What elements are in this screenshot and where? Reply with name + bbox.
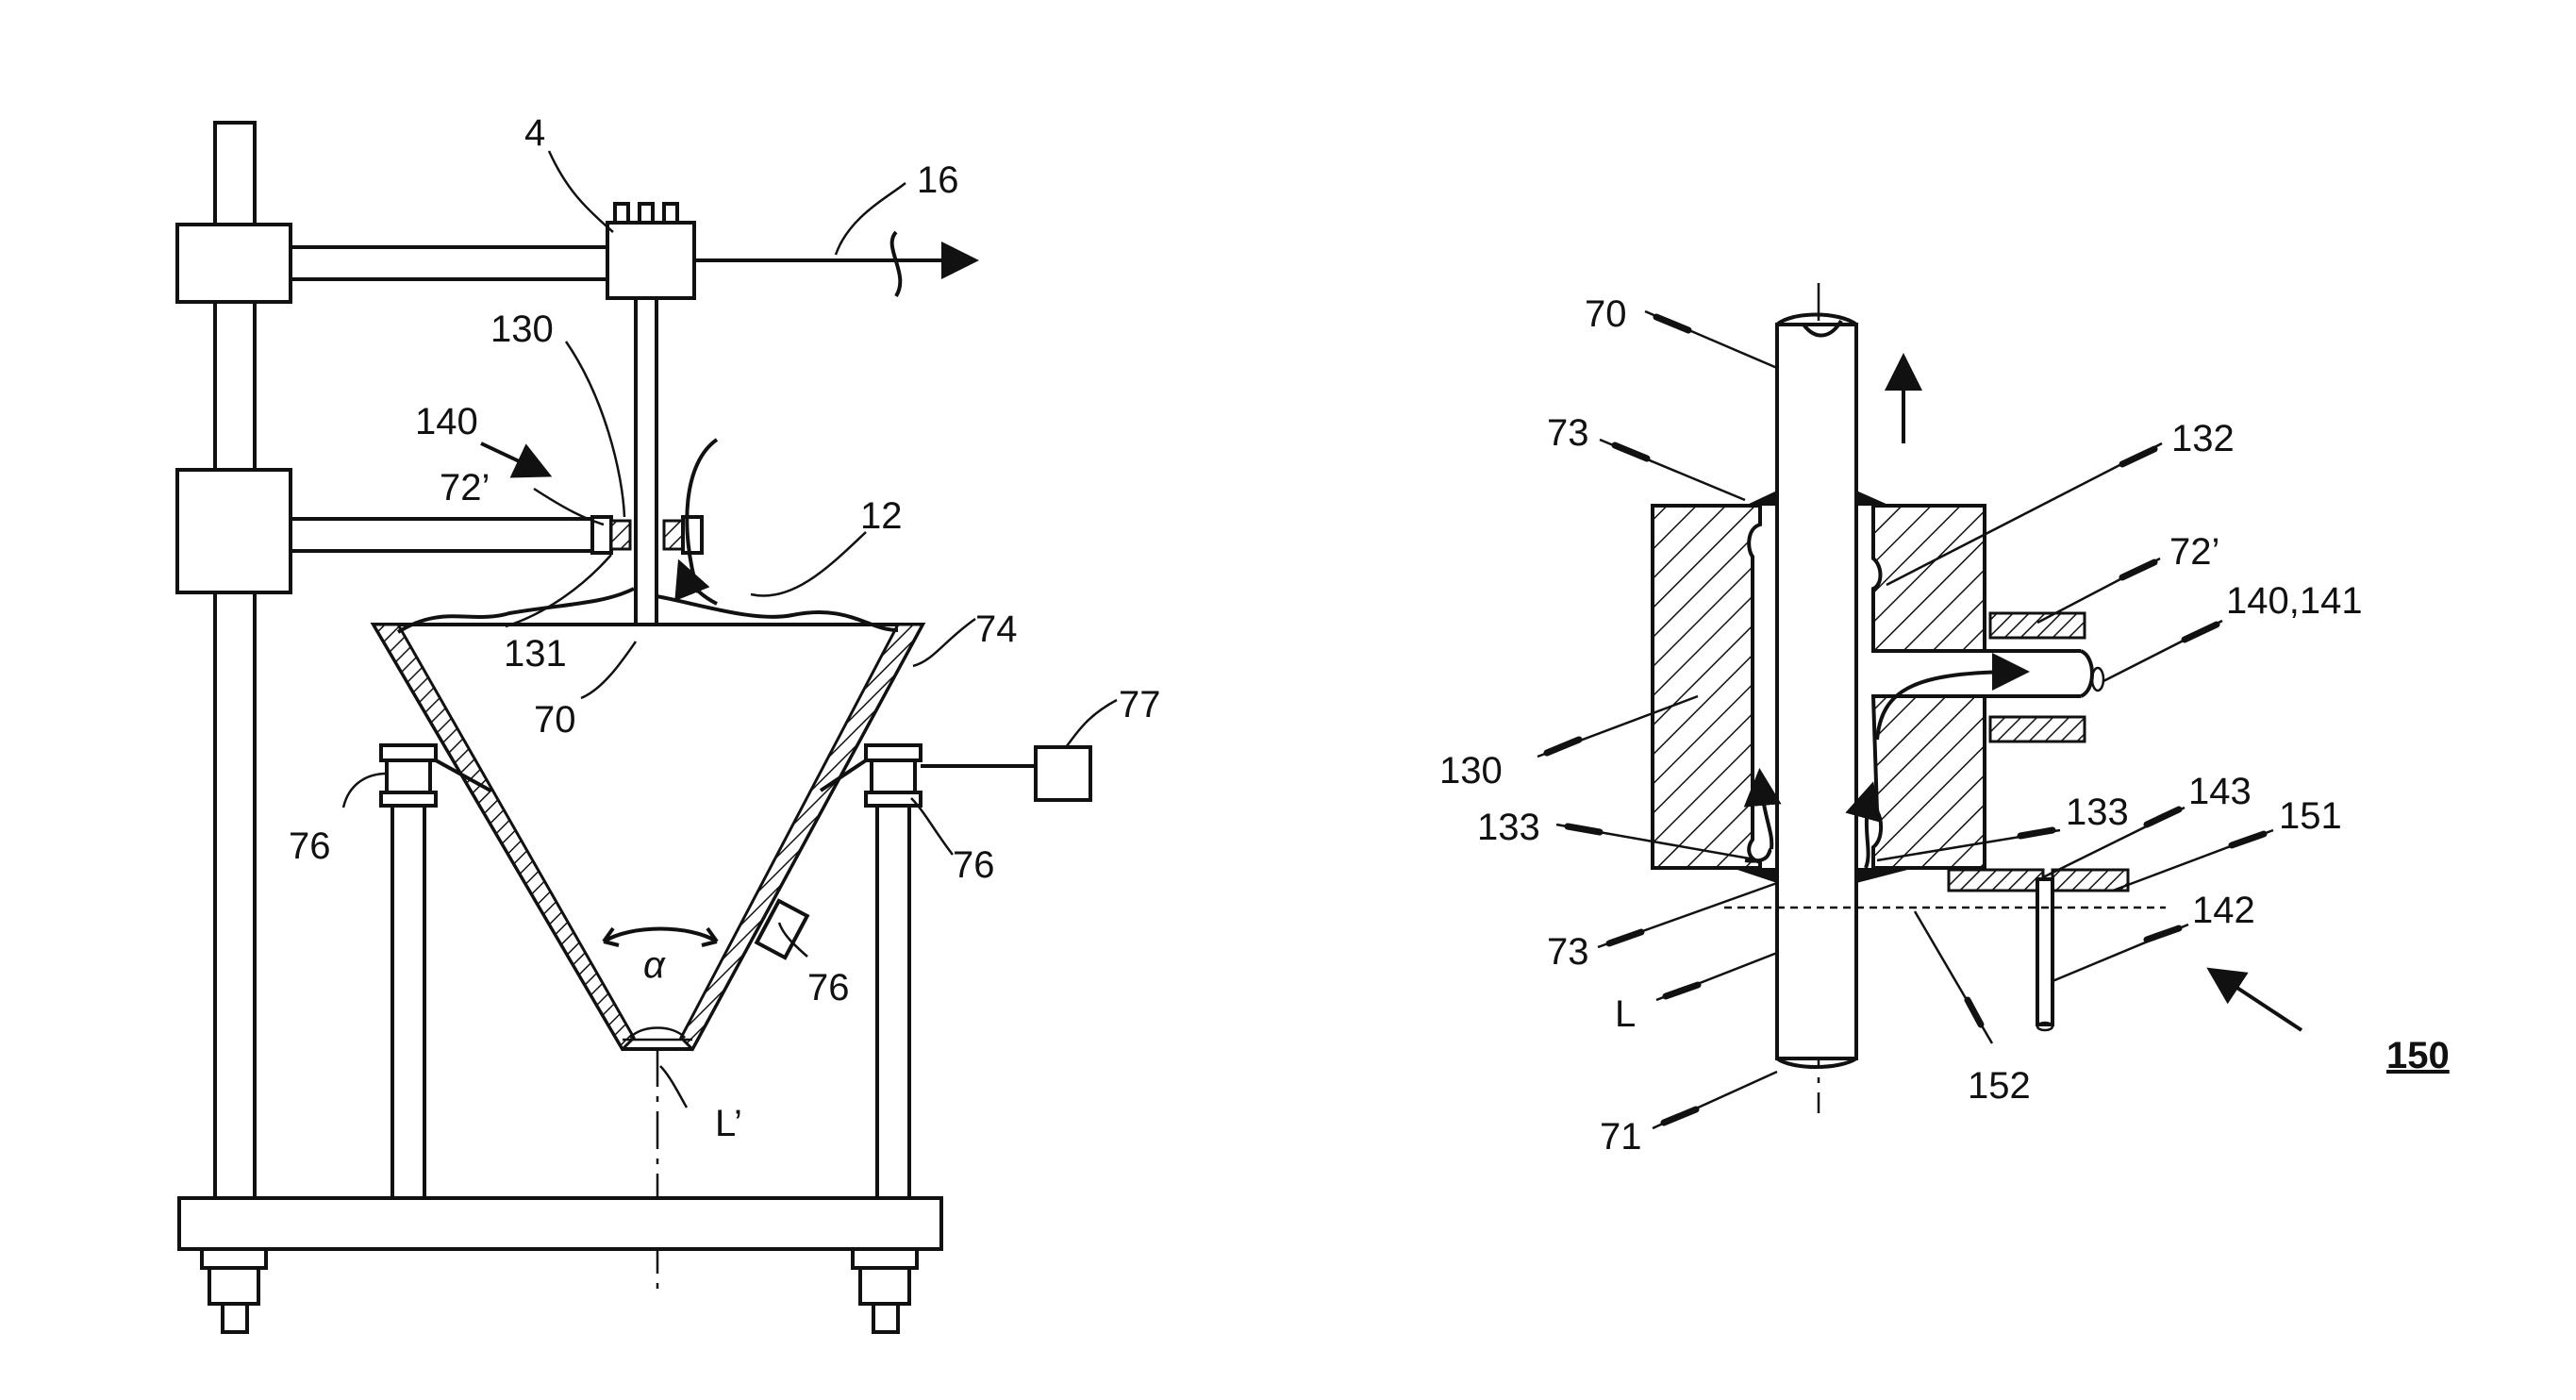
tick-132 (2122, 449, 2154, 464)
flow-arrow-up (681, 566, 717, 604)
label-76b: 76 (953, 844, 995, 886)
seal-block-left (611, 521, 630, 549)
tick-151 (2232, 834, 2264, 845)
figure-left-apparatus: 4 16 130 140 72’ 12 131 74 70 77 76 76 7… (177, 112, 1161, 1332)
label-72p-r: 72’ (2169, 531, 2219, 573)
label-133a: 133 (1477, 807, 1540, 848)
label-70: 70 (534, 699, 576, 741)
label-77: 77 (1119, 684, 1161, 725)
label-140: 140 (415, 401, 478, 442)
outlet-end (2081, 651, 2092, 696)
label-alpha: α (643, 944, 666, 986)
label-151: 151 (2279, 795, 2342, 837)
bearing-left (387, 760, 430, 792)
tick-142 (2147, 928, 2179, 940)
tick-143 (2147, 809, 2179, 825)
seal-lip-top-left (1745, 491, 1777, 506)
label-L: L (1615, 993, 1636, 1035)
controller-box (1036, 747, 1090, 800)
label-Lp: L’ (715, 1103, 742, 1144)
seal-lip-top-right (1856, 491, 1890, 506)
label-4: 4 (524, 112, 545, 154)
tick-73a (1615, 445, 1647, 458)
arrow-140 (481, 443, 545, 474)
caster-right (853, 1249, 917, 1332)
seal-block-right (664, 521, 683, 549)
label-73a: 73 (1547, 412, 1589, 454)
label-70r: 70 (1585, 293, 1627, 335)
figure-right-seal-detail: 70 73 132 72’ 140,141 130 133 133 143 15… (1439, 283, 2450, 1158)
tick-140 (2185, 625, 2217, 640)
seal-body-left (1653, 506, 1760, 868)
label-16: 16 (917, 159, 959, 201)
outlet-opening (2092, 668, 2103, 691)
label-131: 131 (504, 633, 567, 675)
tick-72p (2122, 562, 2154, 577)
leader-16 (836, 183, 906, 255)
tick-133a (1568, 826, 1600, 832)
leader-77 (1066, 700, 1117, 747)
head-knob (615, 204, 628, 223)
label-142: 142 (2192, 890, 2255, 931)
tick-71 (1664, 1109, 1696, 1123)
arrow-150 (2213, 972, 2302, 1030)
seal-lip-bottom-right (1856, 868, 1915, 883)
label-143: 143 (2188, 771, 2252, 812)
flow-arrow-right-up (1866, 789, 1871, 868)
outlet-tube-lower (1990, 717, 2085, 742)
seal-body-right-upper (1873, 506, 1985, 651)
label-76c: 76 (807, 967, 850, 1008)
bearing-right (872, 760, 915, 792)
sensor-plate-right (2052, 870, 2128, 891)
seal-lip-bottom-left (1732, 868, 1777, 883)
label-71: 71 (1600, 1116, 1642, 1158)
tick-130 (1547, 740, 1579, 753)
drive-head (607, 223, 694, 298)
label-133b: 133 (2066, 792, 2129, 833)
label-12: 12 (860, 495, 903, 537)
leader-Lp (660, 1066, 687, 1108)
probe-tube (2037, 879, 2052, 1025)
label-76a: 76 (289, 825, 331, 867)
upper-arm (291, 247, 607, 279)
leader-131 (506, 555, 611, 626)
label-140-141: 140,141 (2226, 580, 2363, 622)
sensor-plate-left (1949, 870, 2043, 891)
bearing-top-left (381, 745, 436, 760)
label-72p: 72’ (440, 467, 490, 508)
flow-arrow-left-up (1760, 775, 1771, 849)
tick-L (1666, 985, 1698, 996)
tick-70 (1656, 317, 1688, 330)
lower-clamp (177, 470, 291, 592)
label-130r: 130 (1439, 750, 1503, 792)
head-knob (664, 204, 677, 223)
outlet-tube-upper (1990, 613, 2085, 638)
right-leg (877, 774, 909, 1198)
head-knob (640, 204, 653, 223)
tick-133b (2020, 830, 2052, 836)
leader-4 (549, 151, 613, 232)
tick-152 (1968, 1000, 1981, 1025)
bearing-top-right (866, 745, 921, 760)
leader-12 (751, 532, 866, 596)
base-frame (179, 1198, 941, 1249)
label-132: 132 (2171, 418, 2235, 459)
left-leg (392, 774, 424, 1198)
leader-76b (911, 798, 953, 855)
leader-130 (566, 342, 624, 517)
label-152: 152 (1968, 1065, 2031, 1107)
upper-clamp (177, 225, 291, 302)
tick-73b (1609, 932, 1641, 943)
label-150: 150 (2386, 1035, 2450, 1076)
label-130: 130 (490, 308, 554, 350)
label-74: 74 (975, 608, 1018, 650)
break-mark (892, 232, 901, 296)
label-73b: 73 (1547, 931, 1589, 973)
bearing-bottom-left (381, 792, 436, 806)
lower-arm (291, 519, 600, 551)
seal-body-right-lower (1873, 696, 1985, 868)
detail-rod (1777, 325, 1856, 1058)
caster-left (202, 1249, 266, 1332)
